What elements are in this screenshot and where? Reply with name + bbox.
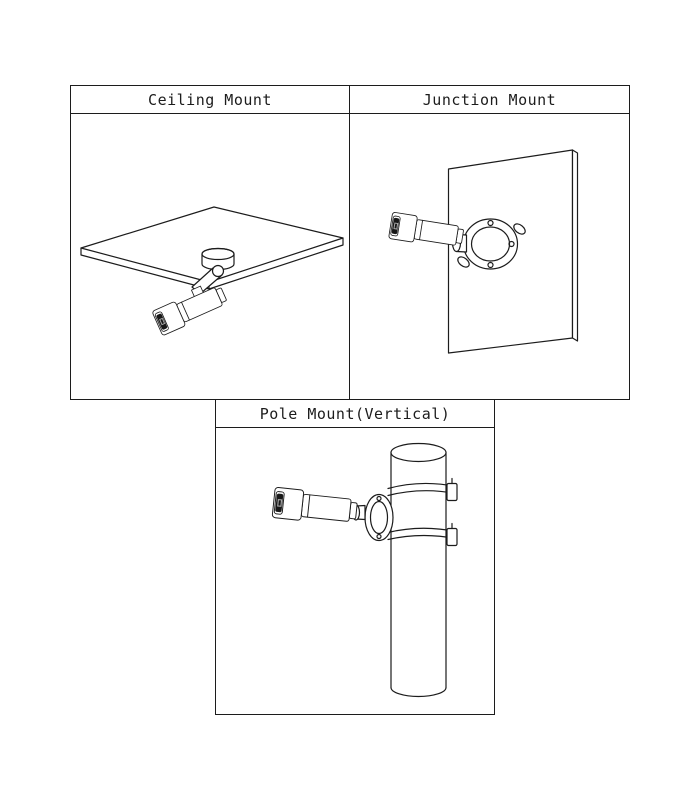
panel-junction-drawing-area <box>350 114 629 399</box>
screw <box>487 261 494 269</box>
strap-lower <box>387 522 458 547</box>
panel-ceiling-title-bar: Ceiling Mount <box>71 86 349 114</box>
panel-junction-title-bar: Junction Mount <box>350 86 629 114</box>
panel-pole-mount: Pole Mount(Vertical) <box>215 399 495 715</box>
panel-pole-title: Pole Mount(Vertical) <box>259 404 451 423</box>
lens-face <box>156 313 168 330</box>
lens-glass <box>393 222 399 230</box>
panel-pole-drawing-area <box>216 428 494 714</box>
lens-face <box>275 493 284 513</box>
junction-box-tab <box>513 223 526 235</box>
screw <box>487 219 494 227</box>
panel-ceiling-mount: Ceiling Mount <box>70 85 350 400</box>
pole-cylinder <box>390 442 447 698</box>
bullet-camera <box>388 212 464 246</box>
ball-joint <box>211 264 225 278</box>
screw <box>376 495 382 502</box>
screw <box>508 240 515 248</box>
junction-box-tab <box>457 256 470 268</box>
panel-junction-mount: Junction Mount <box>349 85 630 400</box>
ceiling-mount-illustration <box>80 206 344 336</box>
strap-buckle <box>446 482 458 502</box>
panel-ceiling-drawing-area <box>71 114 349 399</box>
panel-pole-title-bar: Pole Mount(Vertical) <box>216 400 494 428</box>
screw <box>376 533 382 540</box>
strap-upper <box>387 477 458 502</box>
junction-mount-illustration <box>388 149 579 354</box>
panel-junction-title: Junction Mount <box>422 90 557 109</box>
lens-glass <box>159 317 166 326</box>
lens-face <box>391 217 400 235</box>
strap-buckle <box>446 527 458 547</box>
pole-mount-illustration <box>271 442 458 698</box>
junction-box <box>457 218 526 270</box>
pole-mount-plate <box>364 493 394 542</box>
bullet-camera <box>271 487 358 522</box>
bullet-camera <box>152 285 227 336</box>
panel-ceiling-title: Ceiling Mount <box>148 90 272 109</box>
lens-glass <box>277 498 283 507</box>
